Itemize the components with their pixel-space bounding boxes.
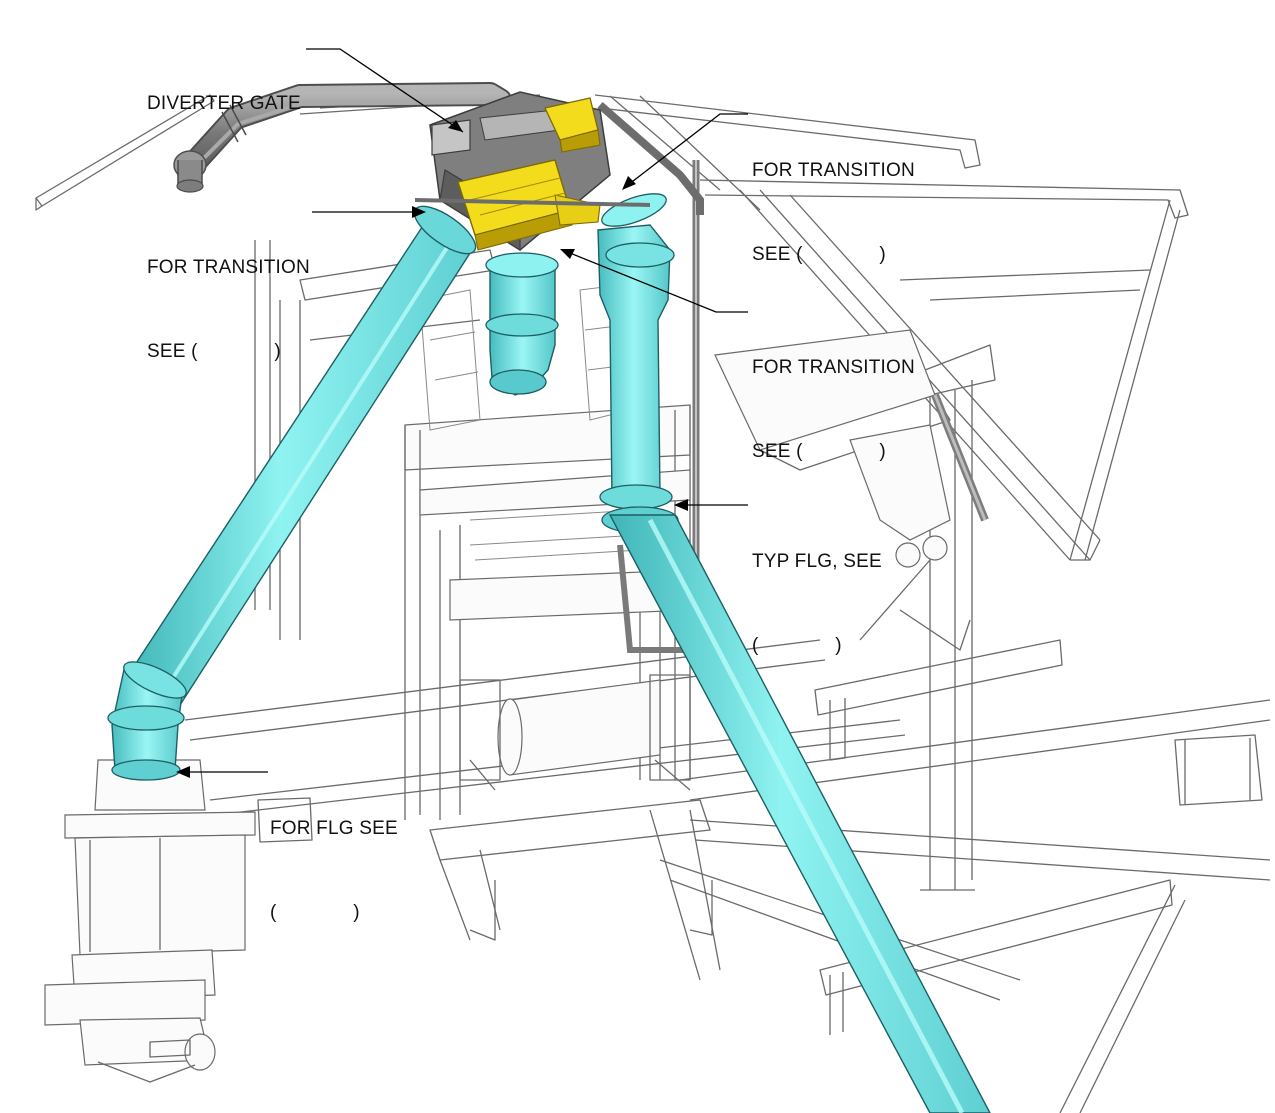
callout-flange-bottom-line2: ( ) <box>270 902 360 923</box>
callout-transition-left: FOR TRANSITION SEE ( ) <box>147 198 310 394</box>
callout-transition-mid-right: FOR TRANSITION SEE ( ) <box>752 298 915 494</box>
callout-typ-flange: TYP FLG, SEE ( ) <box>752 492 882 688</box>
steel-structure <box>35 94 1271 1113</box>
callout-transition-mid-right-line1: FOR TRANSITION <box>752 357 915 378</box>
callout-flange-bottom: FOR FLG SEE ( ) <box>270 759 398 955</box>
callout-leaders <box>176 48 748 778</box>
callout-typ-flange-line1: TYP FLG, SEE <box>752 551 882 572</box>
callout-diverter-gate: DIVERTER GATE <box>147 34 301 146</box>
callout-typ-flange-line2: ( ) <box>752 635 842 656</box>
callout-transition-top-right: FOR TRANSITION SEE ( ) <box>752 101 915 297</box>
diverter-gate <box>414 91 651 252</box>
callout-transition-top-right-line1: FOR TRANSITION <box>752 160 915 181</box>
teal-chutes <box>107 193 991 1113</box>
callout-transition-left-line1: FOR TRANSITION <box>147 257 310 278</box>
callout-flange-bottom-line1: FOR FLG SEE <box>270 818 398 839</box>
callout-transition-left-line2: SEE ( ) <box>147 341 281 362</box>
inlet-pipe <box>173 82 704 215</box>
callout-transition-mid-right-line2: SEE ( ) <box>752 441 886 462</box>
callout-transition-top-right-line2: SEE ( ) <box>752 244 886 265</box>
callout-diverter-gate-line1: DIVERTER GATE <box>147 93 301 114</box>
